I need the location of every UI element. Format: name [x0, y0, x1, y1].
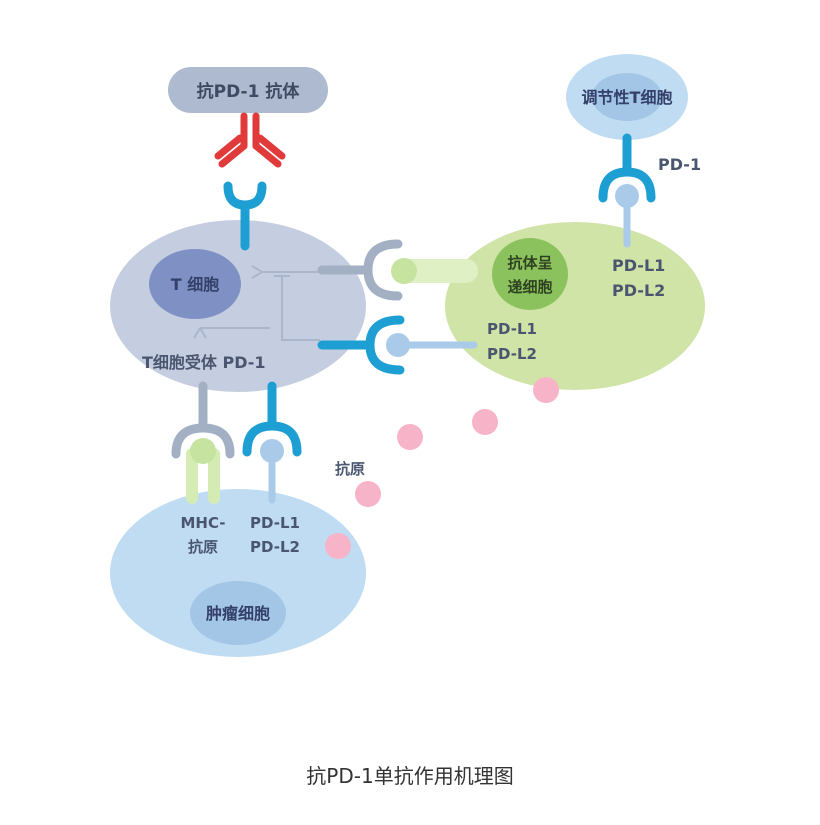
apc-side-ligand-label-line1: PD-L1	[487, 320, 537, 338]
t-cell-side-pd1-receptor-icon	[317, 315, 405, 375]
antigen-dot	[397, 424, 423, 450]
tumor-mhc-antigen-icon	[186, 438, 220, 504]
tumor-cell-label: 肿瘤细胞	[206, 604, 270, 623]
antigen-dot	[355, 481, 381, 507]
t-cell-bottom-pd1-receptor-icon	[242, 381, 302, 457]
t-cell-bottom-tcr-icon	[171, 381, 235, 459]
apc-ligand-label-line1: PD-L1	[612, 256, 665, 275]
tumor-mhc-label-line2: 抗原	[188, 538, 218, 556]
t-cell-nucleus	[149, 249, 241, 319]
antigen-dot	[533, 377, 559, 403]
apc-nucleus	[492, 238, 568, 310]
antigen-particles	[325, 377, 559, 559]
apc-side-pdl-ligand-icon	[386, 333, 478, 357]
anti-pd1-antibody-icon	[214, 112, 286, 168]
antibody-label-pill	[168, 67, 328, 113]
tumor-cell-body	[110, 489, 366, 657]
apc-side-ligand-label-line2: PD-L2	[487, 345, 537, 363]
antigen-label: 抗原	[335, 460, 365, 478]
t-cell-signal-lines	[193, 265, 320, 341]
treg-receptor-label: PD-1	[658, 155, 701, 174]
tumor-ligand-label-line1: PD-L1	[250, 514, 300, 532]
apc-top-pdl-ligand-icon	[615, 184, 639, 248]
apc-label-line1: 抗体呈	[507, 254, 552, 272]
t-cell-receptors-label: T细胞受体 PD-1	[142, 353, 266, 372]
t-cell-label: T 细胞	[171, 275, 220, 294]
tumor-mhc-label-line1: MHC-	[180, 514, 225, 532]
apc-body	[445, 222, 705, 390]
treg-pd1-receptor-icon	[598, 133, 656, 203]
treg-label: 调节性T细胞	[582, 88, 673, 107]
treg-nucleus	[592, 73, 662, 121]
apc-mhc-antigen-icon	[391, 258, 478, 284]
antigen-dot	[325, 533, 351, 559]
tumor-cell-nucleus	[190, 581, 286, 645]
apc-label-line2: 递细胞	[507, 278, 552, 296]
antigen-dot	[472, 409, 498, 435]
tumor-pdl-ligand-icon	[260, 439, 284, 504]
figure-caption: 抗PD-1单抗作用机理图	[306, 764, 514, 788]
tumor-ligand-label-line2: PD-L2	[250, 538, 300, 556]
t-cell-top-pd1-receptor-icon	[223, 181, 267, 251]
t-cell-tcr-icon	[317, 239, 403, 301]
antibody-label: 抗PD-1 抗体	[197, 81, 301, 102]
apc-ligand-label-line2: PD-L2	[612, 281, 665, 300]
